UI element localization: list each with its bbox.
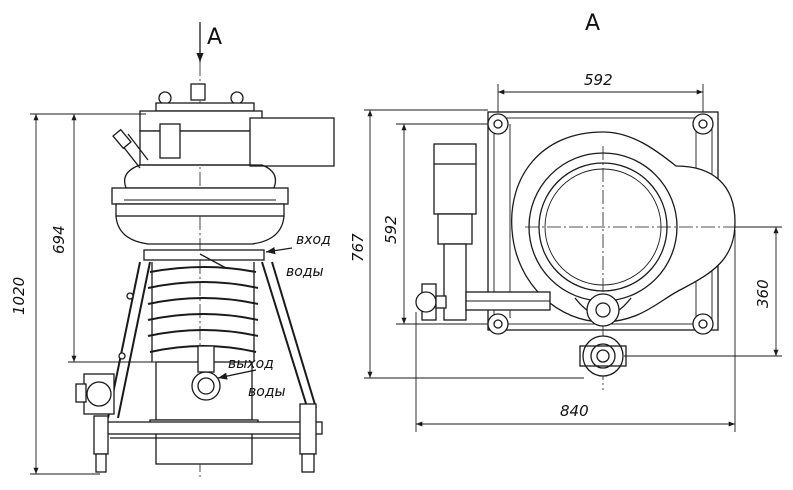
dim-592-left-label: 592	[382, 215, 400, 244]
water-in-label-2: воды	[286, 264, 324, 280]
support-feet	[93, 403, 317, 473]
stand-frame	[95, 261, 323, 439]
corner-bolts	[487, 113, 714, 335]
dim-840: 840	[415, 230, 736, 432]
dim-360: 360	[624, 226, 782, 357]
valve-housing	[112, 117, 335, 189]
front-view: A	[10, 22, 335, 478]
dim-1020: 1020	[10, 113, 146, 475]
dim-1020-label: 1020	[10, 277, 28, 315]
dim-767: 767	[349, 109, 584, 379]
cooling-coil	[143, 249, 265, 362]
plan-view-title: A	[585, 11, 600, 36]
water-in-label-1: вход	[296, 232, 331, 248]
pump-housing	[511, 131, 748, 390]
main-flange	[111, 187, 289, 245]
top-cover	[139, 83, 263, 132]
view-arrow-label: A	[207, 25, 222, 50]
side-motor-plan	[415, 143, 551, 321]
lower-body	[149, 345, 259, 465]
dim-694: 694	[50, 113, 156, 363]
view-arrow: A	[196, 22, 222, 62]
dim-592-top: 592	[497, 71, 704, 112]
water-out-label-2: воды	[248, 384, 286, 400]
water-out-label-1: выход	[228, 356, 274, 372]
water-inlet: вход воды	[265, 232, 331, 280]
dim-360-label: 360	[754, 279, 772, 308]
plan-view: A	[349, 11, 782, 432]
dim-840-label: 840	[560, 402, 589, 420]
side-motor	[75, 373, 115, 415]
dim-592-top-label: 592	[584, 71, 613, 89]
outlet-flanges	[579, 293, 627, 377]
dim-694-label: 694	[50, 225, 68, 254]
dim-592-left: 592	[382, 123, 488, 325]
dim-767-label: 767	[349, 233, 367, 262]
water-outlet: выход воды	[217, 356, 286, 400]
